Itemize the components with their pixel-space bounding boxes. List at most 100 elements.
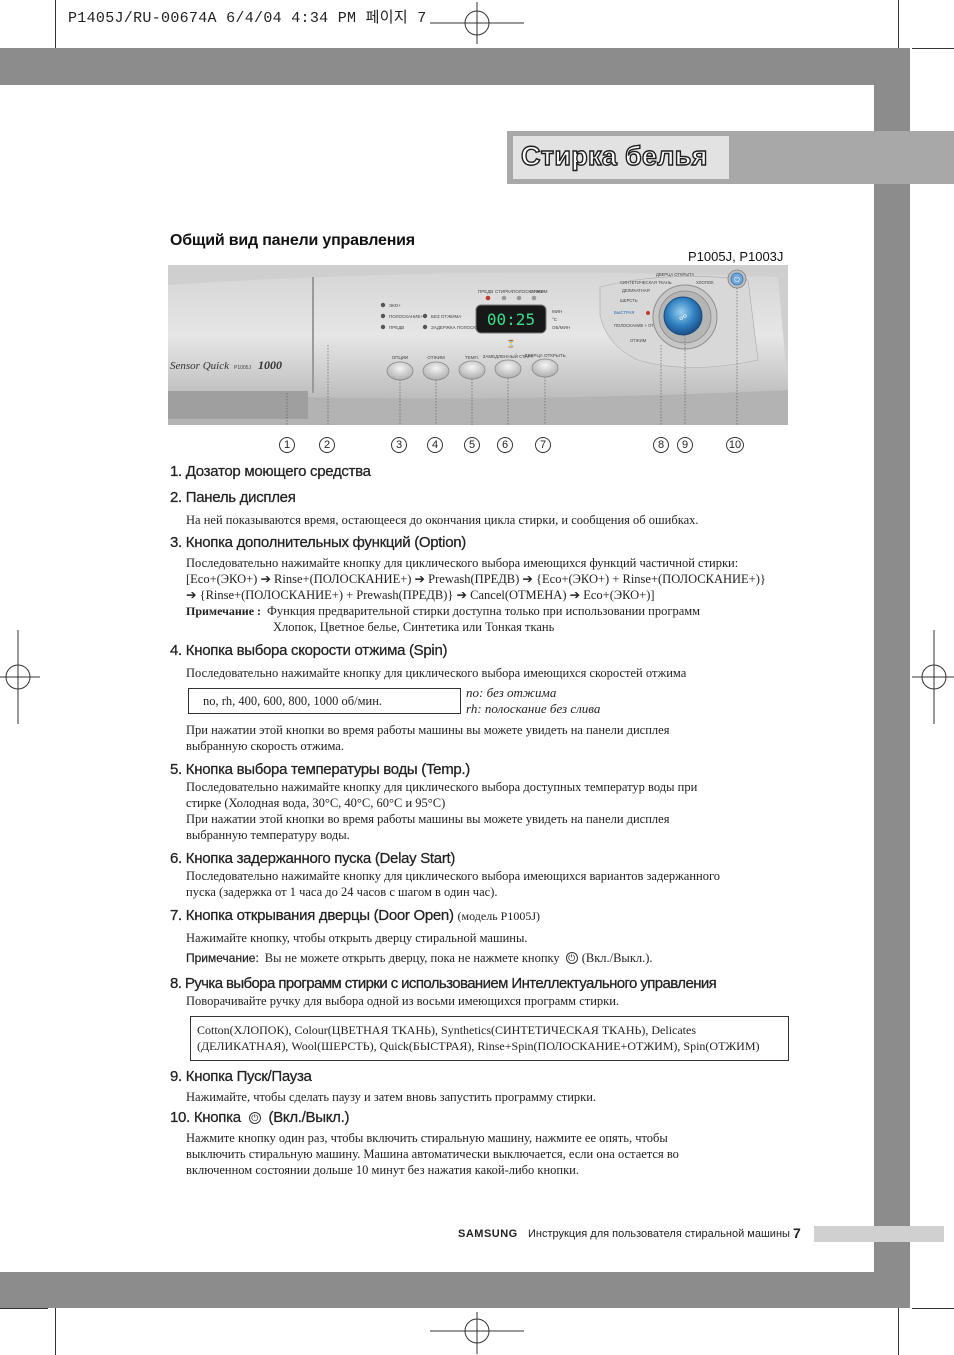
indicator-label: ЭКО+ — [389, 303, 401, 308]
programs-line: Cotton(ХЛОПОК), Colour(ЦВЕТНАЯ ТКАНЬ), S… — [197, 1023, 697, 1037]
item-9: 9. Кнопка Пуск/Пауза Нажимайте, чтобы сд… — [170, 1068, 810, 1105]
leader-lines — [286, 288, 738, 425]
note-text: Функция предварительной стирки доступна … — [267, 604, 701, 618]
note-label: Примечание : — [186, 604, 262, 618]
note: Примечание: Вы не можете открыть дверцу,… — [186, 950, 810, 966]
frame-right-bar — [874, 85, 910, 1280]
item-4: 4. Кнопка выбора скорости отжима (Spin) … — [170, 642, 810, 681]
item-text: Последовательно нажимайте кнопку для цик… — [186, 869, 721, 883]
spin-button — [422, 361, 450, 381]
svg-text:ОТЖИМ: ОТЖИМ — [630, 338, 647, 343]
item-2: 2. Панель дисплея На ней показываются вр… — [170, 489, 810, 528]
item-10: 10. Кнопка ⏻ (Вкл./Выкл.) Нажмите кнопку… — [170, 1109, 810, 1178]
note-text: (Вкл./Выкл.). — [581, 951, 653, 965]
status-label: ПРЕДВ — [478, 289, 493, 294]
item-text: Последовательно нажимайте кнопку для цик… — [186, 556, 739, 570]
callout-number: 9 — [677, 437, 693, 453]
svg-text:ХЛОПОК: ХЛОПОК — [696, 280, 714, 285]
item-text: При нажатии этой кнопки во время работы … — [186, 812, 670, 826]
dial-labels: ДВЕРЦА ОТКРЫТА СИНТЕТИЧЕСКАЯ ТКАНЬ ХЛОПО… — [614, 272, 714, 343]
status-label: ОТЖИМ — [530, 289, 548, 294]
item-heading: 4. Кнопка выбора скорости отжима (Spin) — [170, 642, 448, 659]
callout-number: 10 — [726, 437, 744, 453]
spin-legend-rh: rh: полоскание без слива — [466, 701, 601, 716]
indicator-label: ПОЛОСКАНИЕ+ — [389, 314, 423, 319]
footer-text: Инструкция для пользователя стиральной м… — [528, 1228, 790, 1240]
page-number: 7 — [793, 1225, 801, 1241]
item-text: включенном состоянии дольше 10 минут без… — [186, 1163, 579, 1177]
display-side-label: МИН — [552, 309, 562, 314]
callout-number: 4 — [427, 437, 443, 453]
indicator-label: ПРЕДВ — [389, 325, 404, 330]
svg-text:ШЕРСТЬ: ШЕРСТЬ — [620, 298, 638, 303]
callout-number: 2 — [319, 437, 335, 453]
item-heading: 6. Кнопка задержанного пуска (Delay Star… — [170, 850, 456, 867]
item-text: выбранную температуру воды. — [186, 828, 350, 842]
item-6: 6. Кнопка задержанного пуска (Delay Star… — [170, 850, 830, 900]
item-heading: 2. Панель дисплея — [170, 489, 296, 506]
item-text: Нажмите кнопку один раз, чтобы включить … — [186, 1131, 668, 1145]
item-5: 5. Кнопка выбора температуры воды (Temp.… — [170, 761, 810, 843]
item-text: выключить стиральную машину. Машина авто… — [186, 1147, 679, 1161]
registration-mark-left — [0, 630, 40, 724]
title-box: Стирка белья — [507, 131, 954, 184]
callout-number: 3 — [391, 437, 407, 453]
item-heading: 7. Кнопка открывания дверцы (Door Open) … — [170, 907, 810, 925]
svg-text:БЫСТРАЯ: БЫСТРАЯ — [614, 310, 634, 315]
option-button — [386, 361, 414, 381]
programs-box: Cotton(ХЛОПОК), Colour(ЦВЕТНАЯ ТКАНЬ), S… — [190, 1016, 789, 1061]
item-1: 1. Дозатор моющего средства — [170, 463, 810, 481]
item-3: 3. Кнопка дополнительных функций (Option… — [170, 534, 830, 635]
option-indicators — [380, 302, 428, 330]
crop-mark — [0, 1308, 48, 1309]
indicator-label: ЗАДЕРЖКА ПОЛОСКАНИЯ — [431, 325, 489, 330]
item-heading: 9. Кнопка Пуск/Пауза — [170, 1068, 312, 1085]
item-text: [Eco+(ЭКО+) ➔ Rinse+(ПОЛОСКАНИЕ+) ➔ Prew… — [186, 572, 766, 586]
registration-mark-top — [430, 2, 524, 44]
item-text: ➔ {Rinse+(ПОЛОСКАНИЕ+) + Prewash(ПРЕДВ)}… — [186, 588, 655, 602]
power-button — [730, 272, 744, 286]
callout-row: 1 2 3 4 5 6 7 8 9 10 — [0, 437, 954, 457]
brand-text: Sensor Quick — [170, 360, 230, 372]
callout-number: 8 — [653, 437, 669, 453]
item-text: Нажимайте, чтобы сделать паузу и затем в… — [186, 1090, 597, 1104]
registration-mark-bottom — [430, 1312, 524, 1354]
model-label: P1005J, P1003J — [688, 249, 784, 264]
note-text: Хлопок, Цветное белье, Синтетика или Тон… — [273, 620, 555, 634]
callout-number: 7 — [535, 437, 551, 453]
display-side-label: ОБ/МИН — [552, 325, 570, 330]
note-text: Вы не можете открыть дверцу, пока не наж… — [264, 951, 560, 965]
crop-mark — [912, 1308, 954, 1309]
footer-bar — [814, 1226, 944, 1242]
button-label: ОПЦИИ — [392, 355, 409, 360]
program-dial — [663, 296, 703, 336]
registration-mark-right — [912, 630, 954, 724]
item-7: 7. Кнопка открывания дверцы (Door Open) … — [170, 907, 810, 966]
item-heading: 3. Кнопка дополнительных функций (Option… — [170, 534, 467, 551]
frame-bottom-bar — [0, 1272, 910, 1308]
item-text: пуска (задержка от 1 часа до 24 часов с … — [186, 885, 498, 899]
item-text: выбранную скорость отжима. — [186, 739, 344, 753]
display-readout: 00:25 — [487, 310, 535, 329]
power-icon: ⏻ — [248, 1112, 261, 1125]
item-heading: 10. Кнопка ⏻ (Вкл./Выкл.) — [170, 1109, 810, 1127]
item-text: На ней показываются время, остающееся до… — [186, 513, 699, 527]
crop-mark — [898, 1308, 899, 1355]
item-text: Нажимайте кнопку, чтобы открыть дверцу с… — [186, 931, 528, 945]
crop-mark — [912, 48, 954, 49]
item-heading-note: (модель P1005J) — [457, 909, 541, 923]
svg-text:СИНТЕТИЧЕСКАЯ ТКАНЬ: СИНТЕТИЧЕСКАЯ ТКАНЬ — [620, 280, 672, 285]
door-open-button — [531, 358, 559, 378]
section-heading: Общий вид панели управления — [170, 232, 415, 249]
indicator-label: БЕЗ ОТЖИМА — [431, 314, 461, 319]
callout-number: 1 — [279, 437, 295, 453]
button-label: ДВЕРЦА ОТКРЫТЬ — [524, 353, 565, 358]
programs-line: (ДЕЛИКАТНАЯ), Wool(ШЕРСТЬ), Quick(БЫСТРА… — [197, 1039, 760, 1053]
crop-mark — [55, 1308, 56, 1355]
item-text: Последовательно нажимайте кнопку для цик… — [186, 666, 687, 680]
page-title: Стирка белья — [520, 140, 708, 171]
item-heading-text: (Вкл./Выкл.) — [268, 1109, 350, 1126]
footer-brand-logo: SAMSUNG — [458, 1228, 518, 1240]
button-label: ЗАМЕДЛЕННЫЙ СТАРТ — [483, 352, 534, 359]
delay-start-button — [494, 359, 522, 379]
